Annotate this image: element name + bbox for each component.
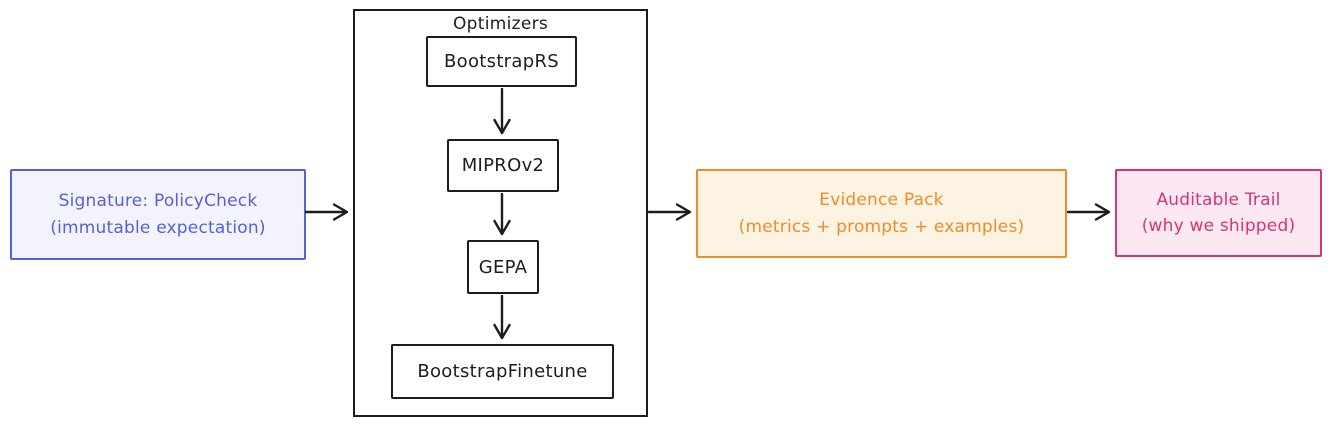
arrow-gepa-to-bootstrapfinetune (491, 295, 513, 344)
step-label: GEPA (478, 256, 528, 278)
node-title: Signature: PolicyCheck (58, 191, 258, 212)
step-label: BootstrapRS (444, 51, 559, 72)
frame-label: Optimizers (452, 14, 549, 34)
node-signature-policycheck: Signature: PolicyCheck (immutable expect… (10, 169, 306, 260)
node-subtitle: (why we shipped) (1141, 216, 1296, 236)
node-title: Auditable Trail (1156, 189, 1281, 210)
arrow-bootstraprs-to-miprov2 (491, 88, 513, 139)
arrow-evidence-to-audit (1067, 201, 1115, 223)
node-auditable-trail: Auditable Trail (why we shipped) (1115, 169, 1322, 257)
step-label: BootstrapFinetune (417, 361, 588, 382)
node-bootstraprs: BootstrapRS (426, 36, 577, 87)
arrow-miprov2-to-gepa (491, 193, 513, 240)
arrow-optimizers-to-evidence (648, 201, 696, 223)
arrow-signature-to-optimizers (305, 201, 353, 223)
node-subtitle: (immutable expectation) (50, 217, 266, 238)
node-subtitle: (metrics + prompts + examples) (738, 216, 1025, 237)
node-evidence-pack: Evidence Pack (metrics + prompts + examp… (696, 169, 1067, 258)
frame-optimizers: Optimizers BootstrapRS MIPROv2 GEPA (353, 9, 648, 417)
node-title: Evidence Pack (819, 190, 944, 211)
node-miprov2: MIPROv2 (447, 139, 559, 192)
step-label: MIPROv2 (461, 155, 545, 176)
node-gepa: GEPA (467, 240, 539, 294)
node-bootstrapfinetune: BootstrapFinetune (391, 344, 614, 399)
